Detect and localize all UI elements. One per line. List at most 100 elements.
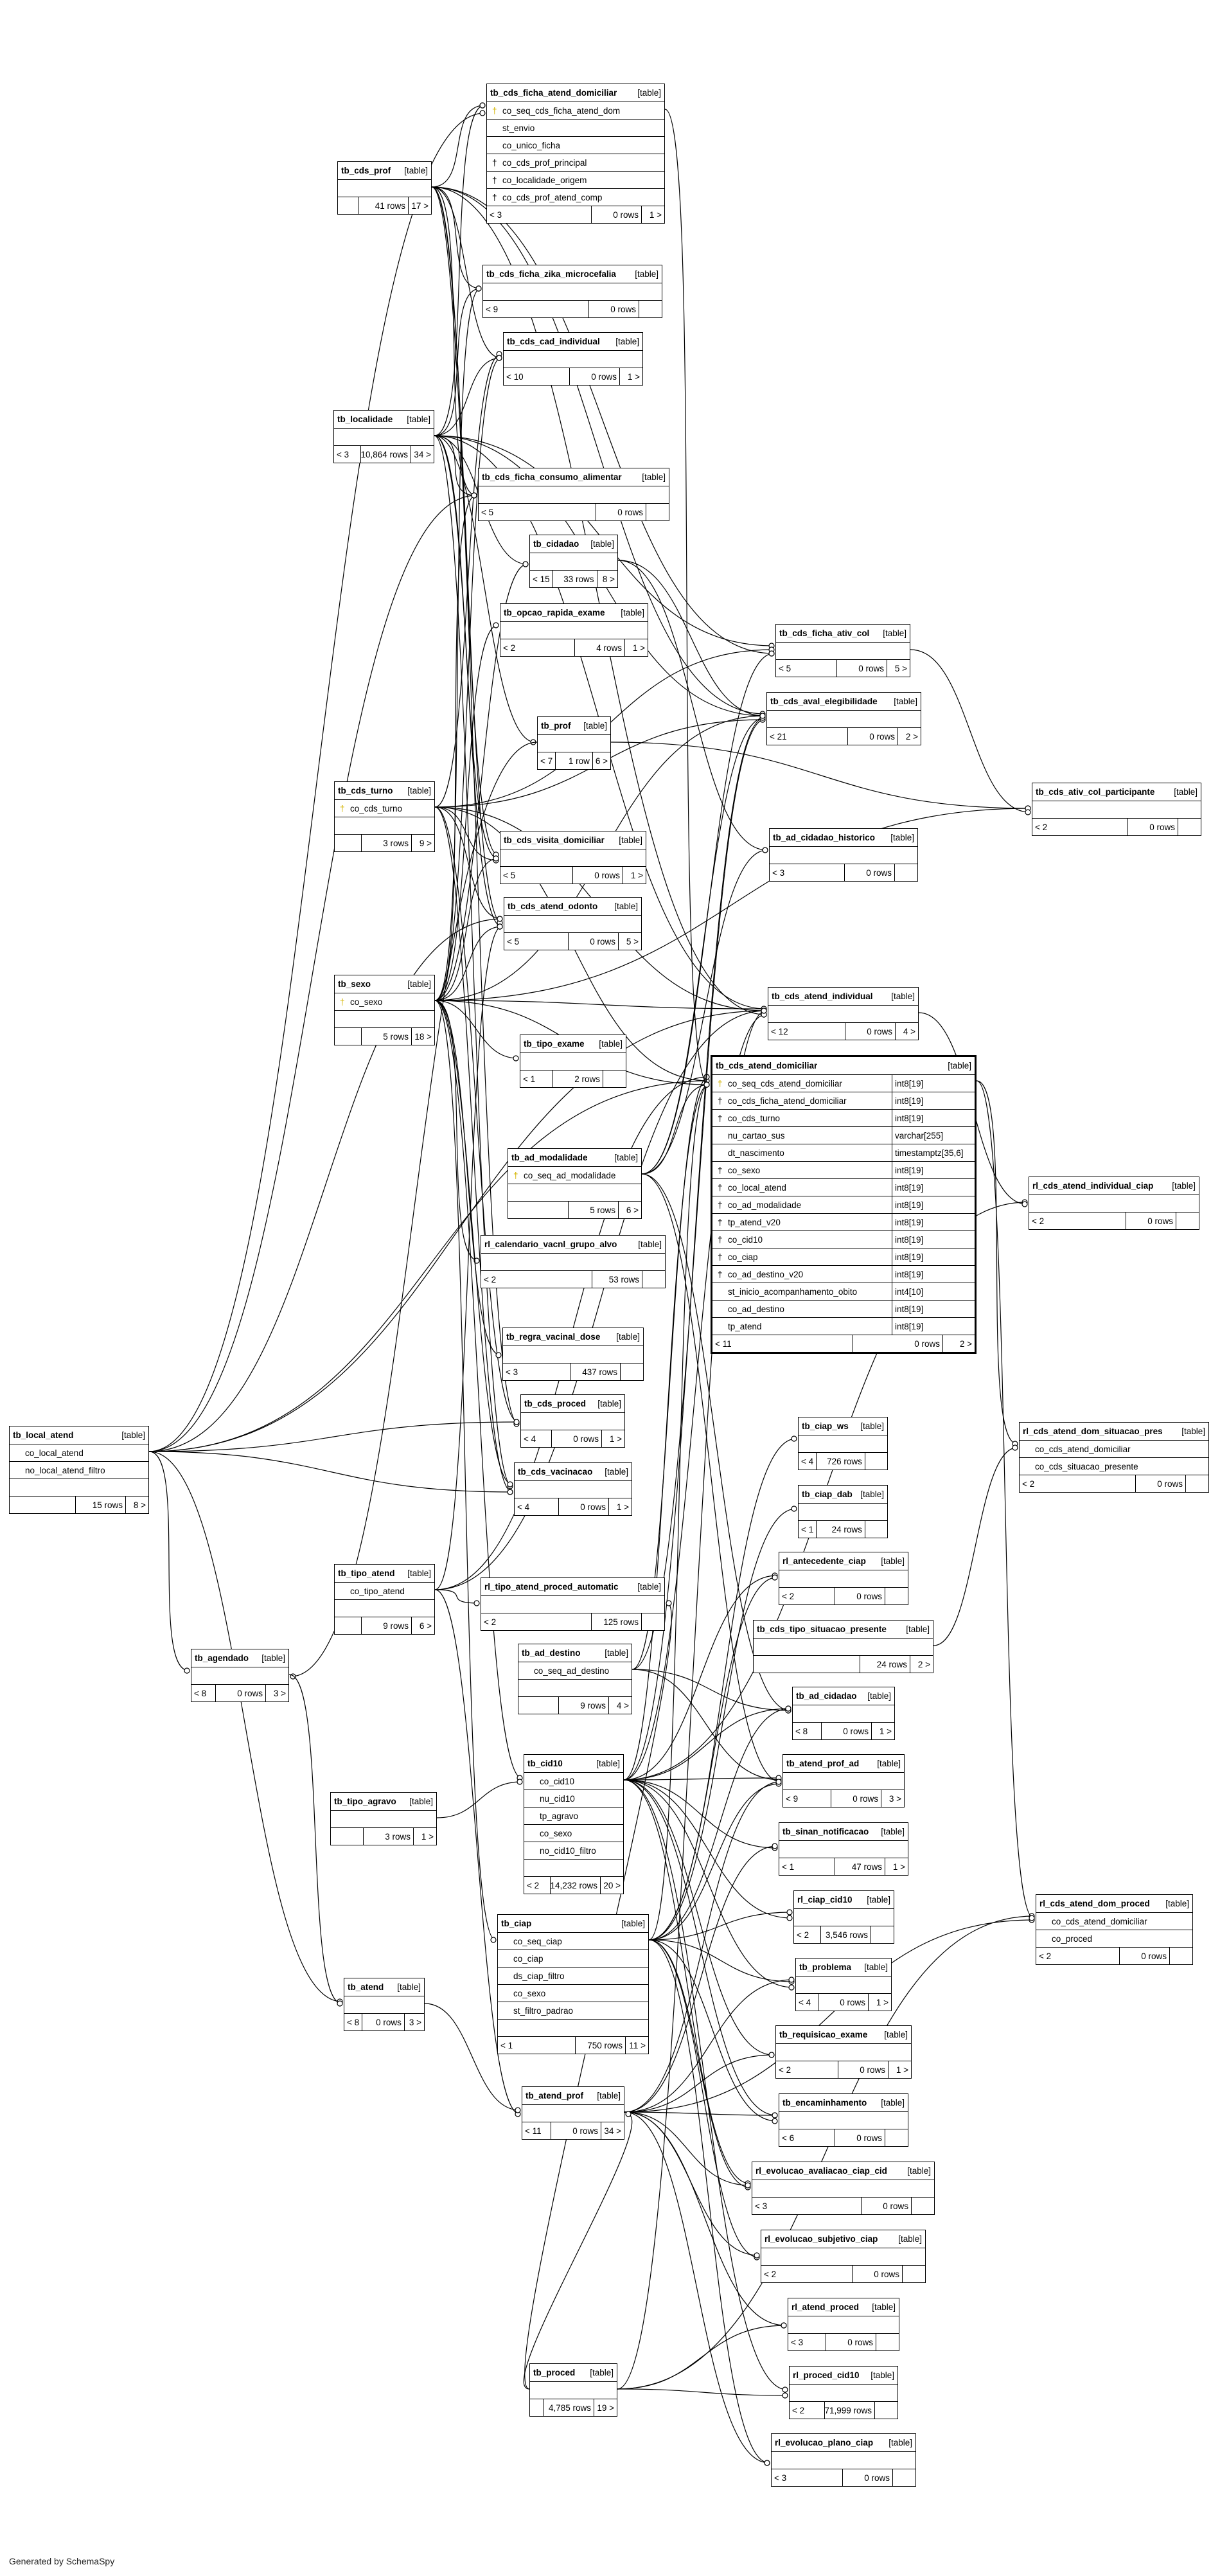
children-count[interactable]: 1 > [871,1723,894,1739]
children-count[interactable]: 3 > [403,2014,424,2030]
column-row[interactable]: †co_cds_turno [335,799,434,817]
column-row[interactable] [335,1010,434,1027]
children-count[interactable]: 9 > [411,835,434,851]
children-count[interactable] [892,2469,915,2486]
parents-count[interactable]: < 10 [506,371,524,382]
column-row[interactable]: co_proced [1036,1930,1192,1947]
children-count[interactable] [1185,1475,1208,1492]
children-count[interactable]: 3 > [881,1790,904,1807]
column-row[interactable] [335,1599,434,1617]
column-row[interactable] [344,1996,424,2013]
column-row[interactable] [500,621,648,639]
parents-count[interactable]: < 2 [503,643,516,653]
column-row[interactable] [768,1005,918,1022]
parents-count[interactable]: < 8 [795,1726,808,1736]
column-row[interactable] [524,1859,623,1876]
table-rl_calendario_vacnl_grupo_alvo[interactable]: rl_calendario_vacnl_grupo_alvo[table]< 2… [481,1235,666,1288]
parents-count[interactable]: < 12 [771,1026,788,1036]
parents-count[interactable] [331,1828,363,1845]
column-row[interactable] [508,1184,641,1201]
parents-count[interactable]: < 9 [486,304,499,314]
column-row[interactable] [776,2043,911,2061]
children-count[interactable] [642,1271,665,1288]
column-row[interactable] [335,817,434,834]
column-row[interactable]: co_sexo [498,1984,648,2002]
parents-count[interactable] [10,1497,75,1513]
children-count[interactable] [620,1364,643,1380]
children-count[interactable]: 11 > [625,2037,648,2054]
parents-count[interactable] [530,2399,544,2416]
parents-count[interactable]: < 4 [524,1434,536,1444]
parents-count[interactable]: < 5 [481,507,494,517]
parents-count[interactable]: < 11 [525,2126,542,2136]
parents-count[interactable]: < 4 [799,1997,811,2007]
parents-count[interactable]: < 3 [755,2201,768,2211]
column-row[interactable]: co_seq_ad_destino [518,1662,632,1679]
column-row[interactable] [503,1346,643,1363]
column-row[interactable] [767,710,921,727]
children-count[interactable] [885,2129,908,2146]
children-count[interactable]: 5 > [887,660,910,677]
children-count[interactable]: 18 > [411,1028,434,1045]
column-row[interactable] [752,2180,934,2197]
column-row[interactable]: co_sexo [524,1824,623,1842]
column-row[interactable]: co_local_atend [10,1444,148,1461]
column-row[interactable] [779,2111,908,2129]
table-rl_evolucao_avaliacao_ciap_cid[interactable]: rl_evolucao_avaliacao_ciap_cid[table]< 3… [752,2162,935,2215]
children-count[interactable]: 4 > [895,1023,918,1040]
parents-count[interactable]: < 1 [782,1861,795,1872]
column-row[interactable] [338,179,431,197]
children-count[interactable]: 1 > [888,2061,911,2078]
parents-count[interactable]: < 5 [507,936,520,946]
children-count[interactable]: 1 > [885,1858,908,1875]
table-rl_cds_atend_dom_proced[interactable]: rl_cds_atend_dom_proced[table]co_cds_ate… [1036,1894,1193,1965]
column-row[interactable]: co_cid10 [524,1772,623,1790]
parents-count[interactable]: < 2 [1039,1951,1052,1961]
parents-count[interactable]: < 1 [801,1524,814,1534]
column-row[interactable] [754,1638,933,1655]
parents-count[interactable]: < 2 [792,2405,805,2415]
parents-count[interactable]: < 3 [337,449,349,459]
parents-count[interactable]: < 11 [715,1338,732,1349]
children-count[interactable]: 1 > [623,867,646,884]
table-tb_ad_modalidade[interactable]: tb_ad_modalidade[table]†co_seq_ad_modali… [508,1148,642,1219]
column-row[interactable]: no_local_atend_filtro [10,1461,148,1479]
children-count[interactable] [646,504,669,520]
parents-count[interactable]: < 2 [484,1617,497,1627]
children-count[interactable]: 8 > [125,1497,148,1513]
column-row[interactable]: co_tipo_atend [335,1582,434,1599]
children-count[interactable]: 6 > [618,1202,641,1218]
parents-count[interactable]: < 2 [1032,1216,1045,1226]
children-count[interactable] [641,1613,664,1630]
children-count[interactable]: 2 > [942,1335,975,1352]
parents-count[interactable]: < 3 [506,1367,518,1377]
